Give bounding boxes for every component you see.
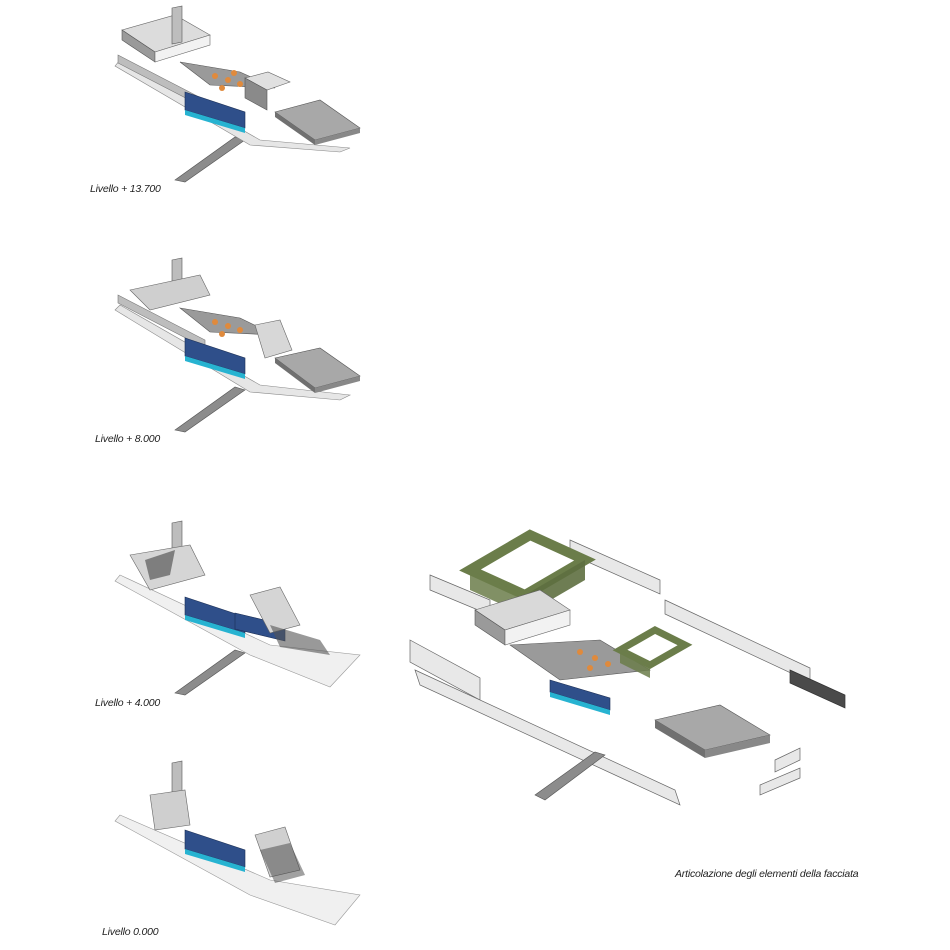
- facade-panel: [414, 669, 681, 806]
- level-caption: Livello + 13.700: [90, 183, 161, 195]
- wall-shadow: [260, 843, 305, 883]
- pool-edge: [185, 615, 245, 638]
- skylight: [219, 85, 225, 91]
- large-slab-edge: [275, 358, 315, 393]
- facade-panel: [774, 747, 801, 773]
- base-slab: [114, 59, 351, 153]
- pool-edge: [185, 110, 245, 133]
- walls: [149, 789, 191, 831]
- axonometric-drawing: [114, 760, 361, 926]
- axonometric-level-4000: Livello + 4.000: [0, 515, 400, 715]
- skylight: [592, 655, 598, 661]
- skylight: [231, 70, 237, 76]
- access-ramp: [534, 751, 606, 801]
- exploded-facade-axonometric: Articolazione degli elementi della facci…: [400, 520, 860, 890]
- large-slab-edge: [315, 376, 360, 393]
- walls: [129, 274, 211, 311]
- skylight: [577, 649, 583, 655]
- skylight: [237, 81, 243, 87]
- tower: [171, 5, 183, 45]
- axonometric-drawing: [114, 520, 361, 696]
- skylight: [225, 323, 231, 329]
- base-slab: [114, 304, 352, 401]
- large-slab-edge: [275, 112, 315, 145]
- skylight: [605, 661, 611, 667]
- access-ramp: [174, 649, 246, 696]
- facade-panel: [664, 599, 811, 683]
- level-caption: Livello + 8.000: [95, 433, 161, 445]
- access-ramp: [174, 386, 246, 433]
- facade-panel: [759, 767, 801, 796]
- green-screen-face: [620, 650, 650, 678]
- upper-volume-front: [504, 609, 571, 646]
- pool-edge: [185, 849, 245, 872]
- level-caption: Livello 0.000: [102, 926, 159, 938]
- skylight: [219, 331, 225, 337]
- large-slab-edge: [705, 735, 770, 758]
- axonometric-level-8000: Livello + 8.000: [0, 250, 400, 450]
- skylight: [237, 327, 243, 333]
- large-slab-edge: [655, 720, 705, 758]
- base-slab: [114, 814, 361, 926]
- top-volume-front: [154, 34, 211, 63]
- wall-shadow: [145, 550, 175, 580]
- axonometric-level-0: Livello 0.000: [0, 755, 400, 945]
- right-volume: [254, 319, 293, 359]
- skylight: [587, 665, 593, 671]
- pool-edge: [550, 692, 610, 715]
- axonometric-drawing: [114, 5, 361, 183]
- right-volume: [249, 586, 301, 634]
- wall-shadow: [270, 625, 330, 655]
- axonometric-level-13700: Livello + 13.700: [0, 0, 400, 220]
- right-volume-side: [244, 77, 268, 111]
- access-ramp: [174, 136, 246, 183]
- pool-edge: [185, 356, 245, 379]
- skylight: [212, 73, 218, 79]
- level-caption: Livello + 4.000: [95, 697, 161, 709]
- skylight: [225, 77, 231, 83]
- large-slab-edge: [315, 128, 360, 145]
- axonometric-drawing: [409, 529, 846, 806]
- axonometric-drawing: [114, 257, 361, 433]
- skylight: [212, 319, 218, 325]
- facade-caption: Articolazione degli elementi della facci…: [675, 868, 859, 880]
- facade-panel-dark: [789, 669, 846, 709]
